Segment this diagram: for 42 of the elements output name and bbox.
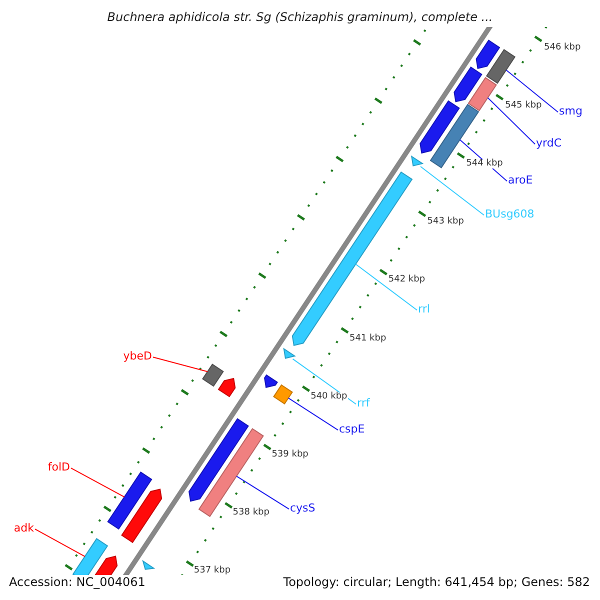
gene-label: cspE bbox=[339, 424, 365, 434]
leader-line bbox=[288, 398, 338, 431]
leader-line bbox=[292, 358, 356, 405]
leader-line bbox=[355, 264, 418, 311]
gene-feature bbox=[468, 77, 497, 112]
gene-label: adk bbox=[14, 522, 34, 534]
gene-label: ybeD bbox=[123, 350, 152, 362]
scale-label: 545 kbp bbox=[504, 102, 543, 111]
footer-text: Accession: NC_004061 bbox=[9, 576, 146, 588]
gene-label: cysS bbox=[290, 502, 316, 514]
scale-label: 540 kbp bbox=[310, 392, 348, 402]
gene-label: aroE bbox=[508, 174, 533, 186]
leader-line bbox=[420, 166, 484, 216]
gene-feature bbox=[107, 472, 152, 530]
gene-feature bbox=[72, 538, 108, 575]
gene-feature bbox=[486, 49, 516, 84]
leader-line bbox=[70, 468, 125, 498]
gene-feature bbox=[410, 155, 423, 166]
leader-line bbox=[236, 476, 290, 510]
scale-label: 537 kbp bbox=[192, 566, 232, 576]
gene-feature bbox=[283, 348, 296, 359]
gene-label: rrl bbox=[418, 304, 430, 314]
scale-label: 542 kbp bbox=[387, 276, 426, 285]
gene-label: rrf bbox=[357, 398, 370, 408]
scale-label: 539 kbp bbox=[270, 450, 310, 460]
footer-text: Topology: circular; Length: 641,454 bp; Genes: 582 bbox=[283, 576, 590, 588]
chart-title: Buchnera aphidicola str. Sg (Schizaphis graminum), complete ... bbox=[106, 11, 494, 23]
leader-line bbox=[506, 70, 558, 113]
gene-label: yrdC bbox=[536, 138, 562, 148]
gene-label: smg bbox=[559, 106, 582, 116]
scale-label: 541 kbp bbox=[348, 334, 388, 343]
scale-label: 538 kbp bbox=[232, 508, 270, 518]
scale-label: 544 kbp bbox=[465, 160, 504, 169]
gene-label: folD bbox=[48, 462, 70, 472]
scale-label: 543 kbp bbox=[426, 218, 465, 227]
leader-line bbox=[34, 528, 86, 557]
gene-feature bbox=[202, 364, 224, 387]
leader-line bbox=[152, 356, 208, 372]
scale-label: 546 kbp bbox=[543, 44, 582, 52]
leader-line bbox=[487, 97, 536, 145]
gene-label: BUsg608 bbox=[485, 208, 534, 220]
gene-feature bbox=[273, 384, 293, 405]
